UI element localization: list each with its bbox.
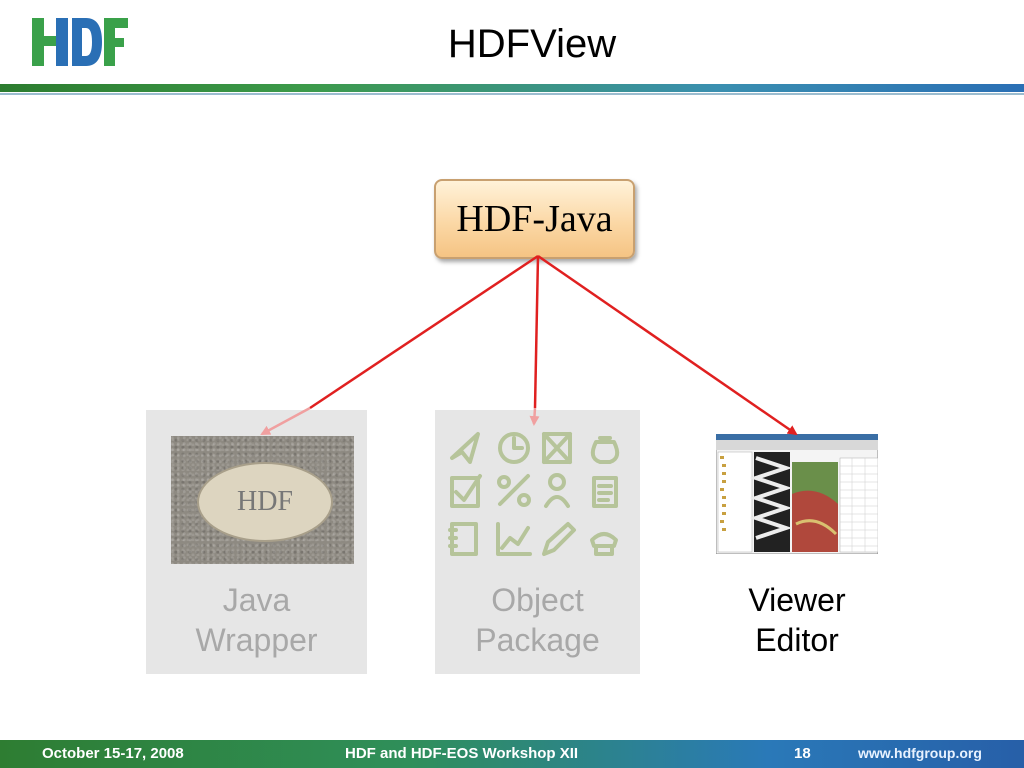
footer-url: www.hdfgroup.org [858, 745, 982, 761]
hdf-java-node: HDF-Java [434, 179, 635, 259]
footer-date: October 15-17, 2008 [42, 745, 184, 762]
object-package-icon-grid [448, 432, 620, 556]
arrow-to-object-package [533, 255, 540, 409]
viewer-editor-label-line1: Viewer [748, 582, 846, 618]
percent-icon [498, 474, 530, 506]
footer-workshop: HDF and HDF-EOS Workshop XII [345, 745, 579, 762]
send-icon [450, 432, 480, 464]
object-package-label-line2: Package [475, 622, 600, 658]
arrow-to-viewer-editor [537, 254, 798, 436]
checkbox-icon [450, 476, 480, 508]
java-wrapper-label-line1: Java [222, 582, 291, 618]
viewer-editor-label-line2: Editor [755, 622, 839, 658]
object-package-label: Object Package [435, 580, 640, 660]
hdf-oval: HDF [197, 462, 333, 542]
chart-icon [496, 522, 532, 556]
java-wrapper-label: Java Wrapper [146, 580, 367, 660]
clock-hands [512, 436, 524, 450]
pencil-icon [542, 522, 576, 556]
header-rule-thin [0, 93, 1024, 95]
header-rule [0, 84, 1024, 92]
footer-page-number: 18 [794, 745, 811, 762]
footer-bar: October 15-17, 2008 HDF and HDF-EOS Work… [0, 740, 1024, 768]
document-icon [592, 476, 618, 508]
java-wrapper-label-line2: Wrapper [195, 622, 318, 658]
object-package-label-line1: Object [491, 582, 584, 618]
arrow-to-java-wrapper [309, 254, 539, 410]
clock-icon [498, 432, 530, 464]
hdf-logo [32, 18, 128, 66]
user-icon [548, 473, 566, 491]
viewer-editor-label: Viewer Editor [716, 580, 878, 660]
money-bag-icon [590, 436, 620, 464]
phone-icon [590, 532, 618, 556]
object-package-panel [435, 410, 640, 674]
slide-title: HDFView [447, 22, 617, 66]
hdfview-screenshot-thumbnail [716, 434, 878, 554]
